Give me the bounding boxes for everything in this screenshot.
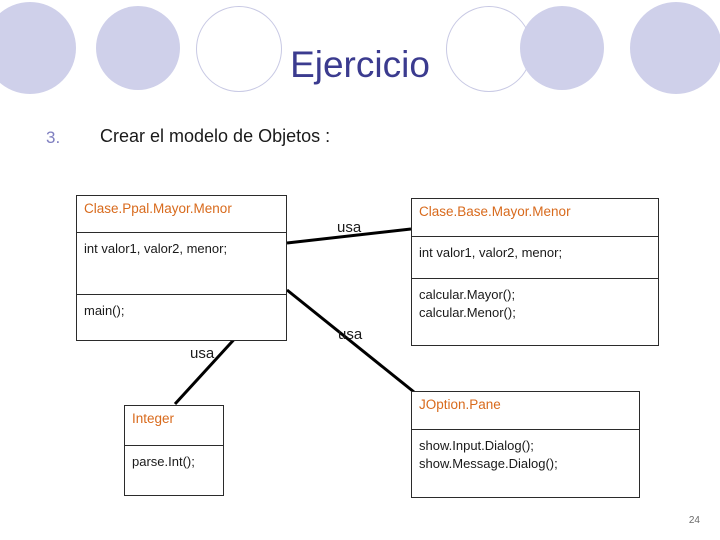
- class-box-ppal-header: Clase.Ppal.Mayor.Menor: [84, 201, 232, 216]
- class-box-ppal: Clase.Ppal.Mayor.Menor int valor1, valor…: [76, 195, 287, 341]
- class-box-integer-methods: parse.Int();: [125, 445, 223, 495]
- class-box-joption: JOption.Pane show.Input.Dialog(); show.M…: [411, 391, 640, 498]
- class-box-joption-methods: show.Input.Dialog(); show.Message.Dialog…: [412, 429, 639, 497]
- class-box-ppal-methods: main();: [77, 294, 286, 340]
- class-box-base: Clase.Base.Mayor.Menor int valor1, valor…: [411, 198, 659, 346]
- page-title: Ejercicio: [290, 44, 430, 85]
- decor-circle: [0, 2, 76, 94]
- bullet-text: Crear el modelo de Objetos :: [100, 126, 331, 146]
- class-box-base-method-1: calcular.Mayor();: [419, 287, 516, 302]
- class-box-base-header: Clase.Base.Mayor.Menor: [419, 204, 571, 219]
- decor-circle: [196, 6, 282, 92]
- class-box-ppal-attributes: int valor1, valor2, menor;: [77, 232, 286, 294]
- bullet-number: 3.: [46, 128, 61, 147]
- connector-label-usa-base: usa: [337, 219, 362, 236]
- class-box-base-attributes: int valor1, valor2, menor;: [412, 236, 658, 278]
- decor-circle: [96, 6, 180, 90]
- class-box-joption-method-1: show.Input.Dialog();: [419, 438, 534, 453]
- page-number: 24: [688, 515, 700, 526]
- class-box-base-method-2: calcular.Menor();: [419, 304, 516, 320]
- class-box-integer: Integer parse.Int();: [124, 405, 224, 496]
- class-box-joption-method-2: show.Message.Dialog();: [419, 455, 558, 471]
- connector-label-usa-joption: usa: [338, 326, 363, 343]
- connector-label-usa-integer: usa: [190, 345, 215, 362]
- class-box-integer-header: Integer: [132, 411, 175, 426]
- decor-circle: [520, 6, 604, 90]
- class-box-joption-header: JOption.Pane: [419, 397, 501, 412]
- decor-circle: [630, 2, 720, 94]
- class-box-base-methods: calcular.Mayor(); calcular.Menor();: [412, 278, 658, 345]
- header-decoration: [0, 0, 720, 118]
